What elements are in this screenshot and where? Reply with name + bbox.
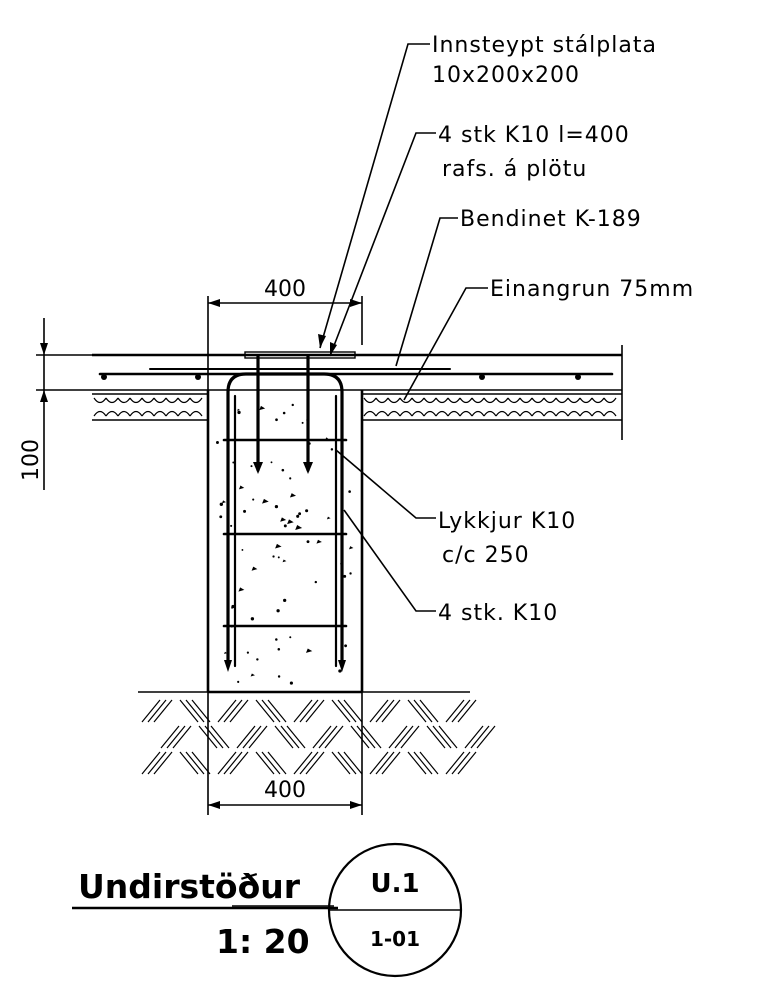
label-stirrups-spacing: c/c 250 [442,543,530,568]
sheet-reference: 1-01 [370,927,420,951]
label-insulation: Einangrun 75mm [490,277,694,302]
foundation-wall [206,390,364,694]
drawing-scale: 1: 20 [216,922,310,961]
dimension-slab: 100 [19,318,92,490]
mesh-dots [101,374,581,380]
steel-plate [244,351,356,359]
dimension-top-label: 400 [264,277,306,302]
ground-hatch [138,691,496,775]
label-anchors: 4 stk K10 l=400 [438,123,630,148]
label-stirrups: Lykkjur K10 [438,509,576,534]
label-steel-plate-size: 10x200x200 [432,63,580,88]
detail-id: U.1 [370,869,419,899]
insulation-right [362,393,622,421]
dimension-top: 400 [207,277,363,390]
dimension-bottom-label: 400 [264,778,306,803]
label-long-bars: 4 stk. K10 [438,601,558,626]
drawing-title: Undirstöður [78,867,301,906]
floor-slab [92,345,623,440]
insulation-left [92,393,208,421]
label-steel-plate: Innsteypt stálplata [432,33,657,58]
label-mesh: Bendinet K-189 [460,207,642,232]
dimension-bottom: 400 [207,692,363,815]
reinforcement [222,354,348,672]
label-anchors-note: rafs. á plötu [442,157,587,182]
dimension-slab-label: 100 [19,439,44,481]
title-block: Undirstöður 1: 20 U.1 1-01 [72,842,463,978]
leader-lines [318,43,488,612]
